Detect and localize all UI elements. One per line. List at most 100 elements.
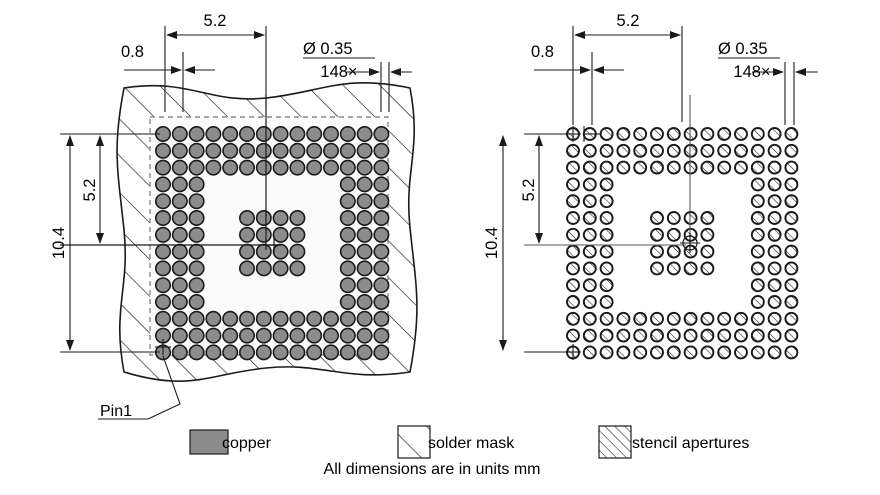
stencil-aperture bbox=[767, 143, 782, 158]
stencil-aperture bbox=[599, 345, 614, 360]
copper-pad bbox=[306, 142, 323, 159]
copper-pad bbox=[188, 193, 205, 210]
stencil-aperture bbox=[750, 160, 765, 175]
copper-pad bbox=[205, 327, 222, 344]
stencil-aperture bbox=[582, 328, 597, 343]
copper-pad bbox=[306, 327, 323, 344]
copper-pad bbox=[239, 126, 256, 143]
stencil-aperture bbox=[650, 244, 664, 259]
copper-pad bbox=[188, 210, 205, 227]
stencil-aperture bbox=[666, 227, 681, 242]
stencil-aperture bbox=[767, 194, 782, 209]
stencil-aperture bbox=[767, 177, 782, 192]
copper-pad bbox=[356, 243, 373, 260]
copper-pad bbox=[339, 327, 356, 344]
stencil-aperture bbox=[683, 211, 698, 225]
left-center-crosshair bbox=[60, 95, 281, 253]
copper-pad bbox=[255, 159, 272, 176]
left-dim-0p8-label: 0.8 bbox=[121, 43, 144, 61]
stencil-aperture bbox=[582, 261, 597, 276]
right-dim-5p2-label: 5.2 bbox=[617, 12, 640, 30]
copper-pad bbox=[255, 327, 272, 344]
copper-pad bbox=[171, 126, 188, 143]
units-note: All dimensions are in units mm bbox=[324, 461, 541, 478]
stencil-aperture bbox=[784, 127, 799, 141]
copper-pad bbox=[306, 344, 323, 361]
stencil-aperture bbox=[633, 345, 648, 360]
copper-pad bbox=[171, 193, 188, 210]
copper-pad bbox=[155, 142, 172, 159]
copper-pad bbox=[356, 344, 373, 361]
stencil-aperture bbox=[784, 311, 799, 326]
copper-pad bbox=[171, 327, 188, 344]
stencil-aperture bbox=[784, 261, 799, 276]
stencil-aperture bbox=[784, 194, 799, 209]
stencil-aperture bbox=[599, 295, 614, 309]
stencil-aperture bbox=[566, 311, 580, 326]
copper-pad bbox=[356, 142, 373, 159]
stencil-aperture bbox=[650, 311, 664, 326]
stencil-aperture bbox=[767, 311, 782, 326]
stencil-aperture bbox=[734, 345, 748, 360]
stencil-aperture bbox=[683, 160, 698, 175]
stencil-aperture bbox=[633, 311, 648, 326]
stencil-aperture bbox=[700, 211, 715, 225]
stencil-aperture bbox=[566, 295, 580, 309]
stencil-aperture bbox=[750, 345, 765, 360]
copper-pad bbox=[171, 176, 188, 193]
copper-pad bbox=[188, 260, 205, 277]
copper-pad bbox=[205, 142, 222, 159]
left-dim-pad-dia bbox=[303, 57, 412, 112]
copper-pad bbox=[272, 243, 289, 260]
copper-pad bbox=[373, 142, 390, 159]
stencil-aperture bbox=[734, 311, 748, 326]
copper-pad bbox=[239, 210, 256, 227]
stencil-aperture bbox=[582, 278, 597, 293]
copper-pad bbox=[373, 277, 390, 294]
stencil-aperture bbox=[750, 244, 765, 259]
copper-pad bbox=[373, 126, 390, 143]
stencil-aperture bbox=[750, 194, 765, 209]
copper-pad bbox=[306, 310, 323, 327]
stencil-aperture bbox=[784, 143, 799, 158]
copper-pad bbox=[339, 193, 356, 210]
copper-pad bbox=[339, 226, 356, 243]
copper-pad bbox=[289, 210, 306, 227]
stencil-aperture bbox=[683, 261, 698, 276]
copper-pad bbox=[373, 243, 390, 260]
copper-pad bbox=[373, 327, 390, 344]
legend: copper solder mask stencil apertures All… bbox=[189, 425, 749, 478]
stencil-aperture bbox=[616, 311, 631, 326]
copper-pad bbox=[205, 159, 222, 176]
stencil-aperture bbox=[767, 278, 782, 293]
stencil-aperture bbox=[599, 160, 614, 175]
copper-pad bbox=[171, 260, 188, 277]
copper-pad bbox=[289, 310, 306, 327]
stencil-aperture bbox=[784, 211, 799, 225]
stencil-aperture bbox=[582, 227, 597, 242]
copper-pad bbox=[322, 310, 339, 327]
stencil-aperture bbox=[599, 143, 614, 158]
right-dim-5p2-vertical-label: 5.2 bbox=[520, 179, 538, 202]
stencil-aperture bbox=[666, 160, 681, 175]
copper-pad bbox=[272, 126, 289, 143]
copper-pad bbox=[373, 159, 390, 176]
stencil-aperture bbox=[784, 278, 799, 293]
stencil-aperture bbox=[666, 345, 681, 360]
copper-pad bbox=[155, 277, 172, 294]
copper-pad bbox=[356, 293, 373, 310]
stencil-aperture bbox=[599, 311, 614, 326]
stencil-aperture bbox=[784, 177, 799, 192]
copper-pad bbox=[289, 159, 306, 176]
stencil-aperture bbox=[784, 244, 799, 259]
stencil-aperture bbox=[599, 194, 614, 209]
copper-pad bbox=[155, 226, 172, 243]
copper-pad bbox=[373, 293, 390, 310]
stencil-aperture bbox=[750, 143, 765, 158]
stencil-aperture bbox=[784, 295, 799, 309]
copper-pad bbox=[339, 344, 356, 361]
copper-pad bbox=[356, 327, 373, 344]
copper-pad bbox=[155, 176, 172, 193]
stencil-aperture bbox=[784, 328, 799, 343]
copper-pad bbox=[339, 260, 356, 277]
